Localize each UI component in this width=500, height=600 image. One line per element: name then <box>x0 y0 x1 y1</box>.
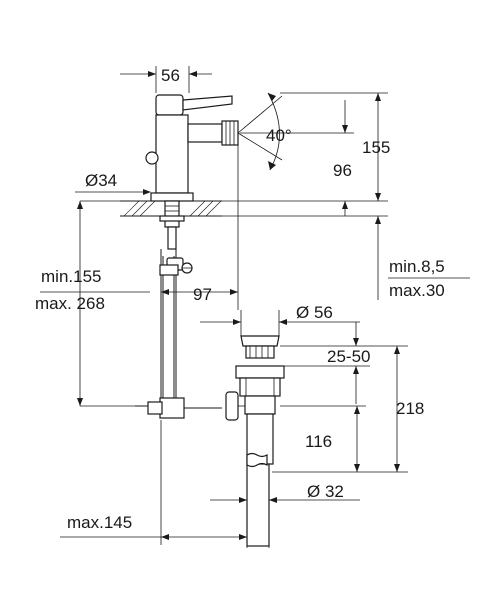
popup-rod <box>135 249 222 419</box>
dim-spout-width: 56 <box>161 66 180 85</box>
dim-hose-max: max. 268 <box>35 294 105 313</box>
dim-waste-head-diameter: Ø 56 <box>296 303 333 322</box>
dim-angle: 40° <box>266 126 292 145</box>
dim-deck-min: min.8,5 <box>389 257 445 276</box>
dim-base-diameter: Ø34 <box>85 171 117 190</box>
dim-waste-range: 25-50 <box>327 347 370 366</box>
dimension-lines <box>40 66 470 548</box>
dim-waste-height: 218 <box>396 399 424 418</box>
deck-section <box>120 200 222 250</box>
dim-spout-height: 96 <box>333 161 352 180</box>
dim-total-height: 155 <box>362 138 390 157</box>
dim-hose-min: min.155 <box>41 267 101 286</box>
dim-tail-diameter: Ø 32 <box>307 482 344 501</box>
mixer-tap <box>145 94 239 202</box>
dim-reach: 97 <box>193 285 212 304</box>
dim-waste-tail: 116 <box>305 432 332 451</box>
dim-rod-max: max.145 <box>67 513 132 532</box>
dim-deck-max: max.30 <box>389 281 445 300</box>
waste-assembly <box>225 335 285 547</box>
